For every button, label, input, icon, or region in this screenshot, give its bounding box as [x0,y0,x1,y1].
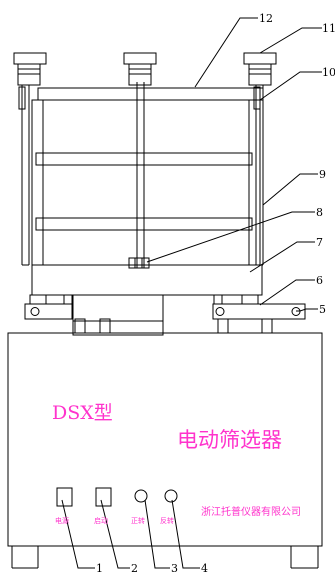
knob-handle [123,52,157,86]
bearing-block [24,303,73,320]
clamp-piece [18,86,26,110]
product-name: 电动筛选器 [177,428,282,452]
bearing-block [212,303,306,320]
callout-4: 4 [201,562,208,574]
sieve-stack [13,52,277,296]
vibration-mechanism [24,294,306,336]
callout-10: 10 [322,66,335,79]
start-switch [95,487,112,507]
callout-9: 9 [319,168,326,181]
callout-5: 5 [319,303,326,316]
drive-block-lower [72,320,164,336]
callout-12: 12 [259,12,273,25]
drive-block [72,294,164,322]
callout-8: 8 [316,206,323,219]
fastener [128,257,150,269]
start-label: 启动 [94,516,108,525]
base-housing [7,332,323,547]
housing-foot [11,546,39,569]
sieve-tray-body [31,99,261,266]
leader-lines [61,17,322,569]
callout-numbers: 12 11 10 9 8 7 6 5 1 2 3 4 [96,12,335,574]
top-cover-plate [37,87,264,101]
model-label: DSX型 [52,402,113,424]
power-switch [56,487,73,507]
forward-button [134,489,148,503]
callout-2: 2 [131,562,138,574]
callout-11: 11 [322,22,335,35]
tie-rod [21,85,30,266]
callout-6: 6 [316,274,323,287]
housing-foot [290,546,319,569]
reverse-button [164,489,178,503]
company-name: 浙江托普仪器有限公司 [201,505,301,518]
callout-1: 1 [96,562,103,574]
callout-3: 3 [171,562,178,574]
knob-handle [13,52,47,86]
base-plate [31,264,263,296]
power-label: 电源 [55,516,69,525]
forward-label: 正转 [131,516,145,525]
callout-7: 7 [316,236,323,249]
tie-rod [136,82,145,268]
reverse-label: 反转 [160,516,174,525]
clamp-piece [253,86,261,110]
knob-handle [243,52,277,86]
